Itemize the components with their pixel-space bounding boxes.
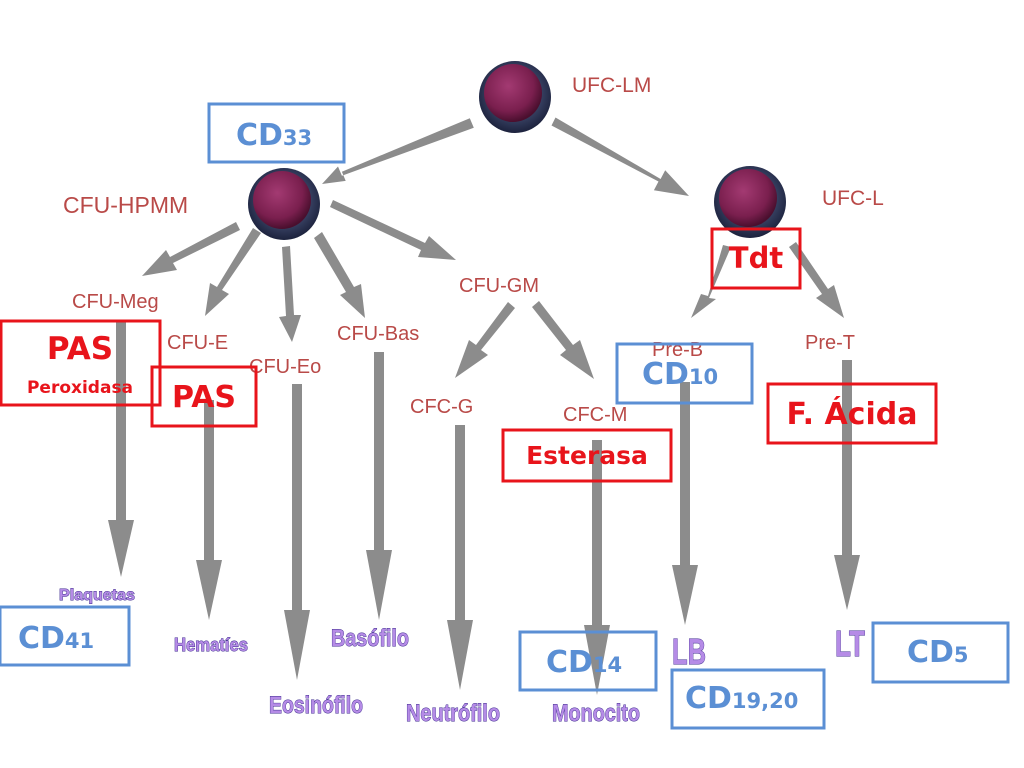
marker-cd10: CD10 (615, 342, 754, 405)
svg-text:Esterasa: Esterasa (526, 441, 648, 470)
svg-text:CD10: CD10 (642, 357, 718, 392)
label-pre-t: Pre-T (805, 332, 855, 354)
arrow-hpmm-to-bas (314, 232, 365, 318)
arrow-pret-down (834, 360, 860, 610)
arrow-l-to-pret (789, 242, 844, 318)
cell-plaquetas: Plaquetas (59, 587, 135, 604)
arrow-gm-to-g (455, 302, 515, 378)
label-cfu-hpmm: CFU-HPMM (63, 192, 188, 218)
marker-cd14: CD14 (518, 630, 658, 692)
arrow-gm-to-m (532, 301, 594, 379)
svg-text:F. Ácida: F. Ácida (787, 396, 918, 432)
stain-tdt: Tdt (710, 227, 802, 290)
stain-esterasa: Esterasa (501, 428, 673, 483)
svg-text:Tdt: Tdt (729, 241, 784, 275)
arrow-lm-to-l (551, 117, 689, 196)
label-ufc-lm: UFC-LM (572, 74, 651, 97)
arrow-preb-down (672, 382, 698, 625)
arrow-g-down (447, 425, 473, 690)
label-ufc-l: UFC-L (822, 187, 884, 210)
label-cfu-e: CFU-E (167, 332, 228, 354)
arrow-bas-down (366, 352, 392, 620)
arrows (108, 117, 860, 695)
cell-monocito: Monocito (552, 700, 640, 727)
arrow-meg-down (108, 322, 134, 577)
cell-basofilo: Basófilo (331, 625, 409, 652)
cell-lt: LT (835, 623, 865, 664)
marker-cd5: CD5 (871, 621, 1010, 684)
arrow-lm-to-hpmm (322, 118, 474, 184)
svg-text:CD19,20: CD19,20 (685, 681, 798, 716)
stain-pas-e: PAS (150, 365, 258, 428)
svg-text:CD41: CD41 (18, 621, 94, 656)
arrow-hpmm-to-eo (279, 246, 301, 342)
cell-eosinofilo: Eosinófilo (269, 692, 363, 719)
arrow-hpmm-to-meg (142, 222, 240, 276)
label-cfu-bas: CFU-Bas (337, 323, 419, 345)
arrow-eo-down (284, 384, 310, 680)
arrow-e-down (196, 400, 222, 620)
svg-text:CD5: CD5 (907, 635, 969, 670)
svg-text:CD14: CD14 (546, 645, 622, 680)
arrow-l-to-preb (691, 245, 731, 318)
stain-pas-peroxidasa: PAS Peroxidasa (0, 319, 162, 407)
svg-text:CD33: CD33 (236, 118, 312, 153)
label-cfc-g: CFC-G (410, 396, 473, 418)
stem-cell-cfu-hpmm (248, 168, 320, 240)
cell-lb: LB (672, 631, 706, 672)
svg-text:PAS: PAS (47, 331, 113, 367)
marker-cd41: CD41 (0, 605, 131, 667)
stem-cell-ufc-l (714, 166, 786, 238)
cell-hematies: Hematíes (174, 635, 248, 655)
label-cfu-eo: CFU-Eo (249, 356, 321, 378)
svg-text:PAS: PAS (172, 380, 236, 415)
stem-cell-ufc-lm (479, 61, 551, 133)
label-cfc-m: CFC-M (563, 404, 627, 426)
marker-cd33: CD33 (207, 102, 346, 164)
label-cfu-meg: CFU-Meg (72, 291, 159, 313)
label-cfu-gm: CFU-GM (459, 275, 539, 297)
cell-neutrofilo: Neutrófilo (406, 700, 500, 727)
arrow-hpmm-to-gm (330, 200, 456, 260)
arrow-hpmm-to-e (205, 228, 261, 316)
svg-text:Peroxidasa: Peroxidasa (27, 378, 133, 398)
stain-f-acida: F. Ácida (766, 382, 938, 445)
marker-cd19-20: CD19,20 (670, 668, 826, 730)
